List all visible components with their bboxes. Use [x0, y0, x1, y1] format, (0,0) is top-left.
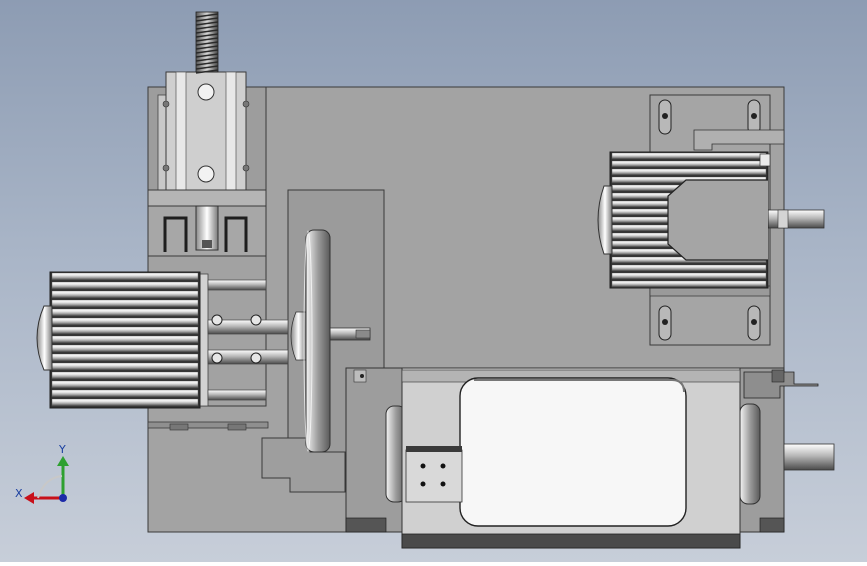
cooling-fin: [51, 281, 199, 290]
left-drive-motor[interactable]: [36, 255, 289, 431]
drum-window: [459, 377, 687, 527]
cooling-fin: [611, 152, 767, 160]
thread-line: [195, 25, 219, 30]
cooling-fin: [611, 160, 767, 168]
thread-line: [195, 65, 219, 70]
vertical-lead-screw[interactable]: [195, 11, 219, 74]
triad-x-arrowhead: [24, 492, 34, 504]
cooling-fin: [51, 344, 199, 353]
cooling-fin: [51, 389, 199, 398]
orientation-triad: Y X: [15, 443, 69, 504]
thread-line: [195, 21, 219, 26]
thread-line: [195, 61, 219, 66]
cooling-fin: [611, 272, 767, 280]
right-motor-endcap: [597, 185, 613, 255]
thread-line: [195, 41, 219, 46]
cooling-fin: [51, 371, 199, 380]
motor-yoke-cutout: [667, 179, 768, 261]
rotary-fixture-drum[interactable]: [345, 367, 835, 549]
thread-line: [195, 45, 219, 50]
thread-line: [195, 69, 219, 74]
linear-slide-block[interactable]: [147, 71, 267, 257]
triad-y-label: Y: [58, 443, 66, 456]
right-drive-motor[interactable]: [597, 94, 825, 346]
cooling-fin: [51, 299, 199, 308]
cooling-fin: [51, 272, 199, 281]
left-motor-fins: [49, 271, 201, 409]
triad-y-arrowhead: [57, 456, 69, 466]
thread-line: [195, 37, 219, 42]
cooling-fin: [51, 317, 199, 326]
thread-line: [195, 49, 219, 54]
thread-line: [195, 29, 219, 34]
cooling-fin: [51, 362, 199, 371]
thread-line: [195, 13, 219, 18]
cooling-fin: [611, 280, 767, 288]
cooling-fin: [51, 380, 199, 389]
cooling-fin: [51, 326, 199, 335]
cooling-fin: [611, 264, 767, 272]
thread-line: [195, 17, 219, 22]
triad-arc: [37, 475, 63, 499]
cooling-fin: [51, 290, 199, 299]
cooling-fin: [611, 168, 767, 176]
thread-line: [195, 53, 219, 58]
thread-line: [195, 33, 219, 38]
triad-x-label: X: [15, 487, 23, 500]
thread-line: [195, 57, 219, 62]
cooling-fin: [51, 353, 199, 362]
cooling-fin: [51, 398, 199, 407]
cooling-fin: [51, 335, 199, 344]
screw-threads: [195, 13, 219, 74]
triad-z-axis: [59, 494, 67, 502]
cooling-fin: [51, 308, 199, 317]
flywheel-pulley[interactable]: [290, 229, 371, 453]
left-motor-endcap: [36, 305, 53, 371]
